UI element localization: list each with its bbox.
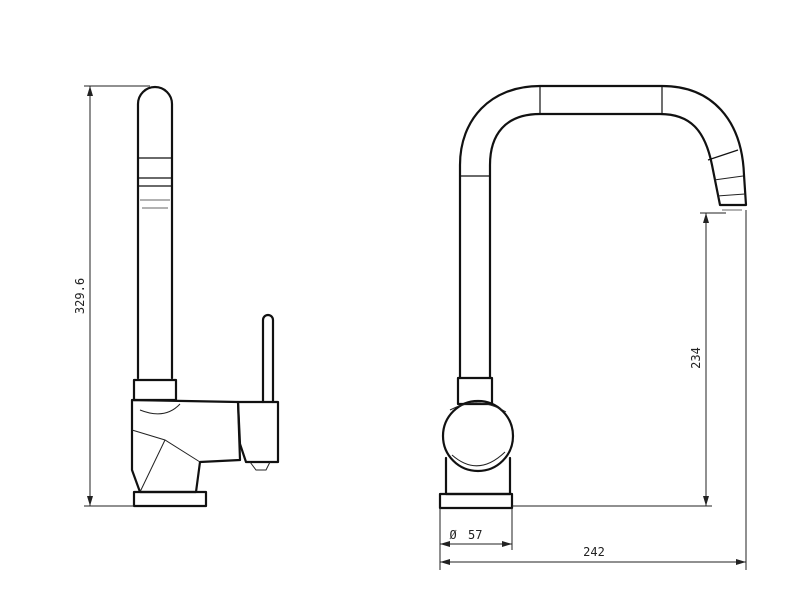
base-diameter-label: 57 xyxy=(468,528,482,542)
diameter-symbol: Ø xyxy=(450,528,458,542)
side-body xyxy=(130,398,242,494)
front-base xyxy=(438,492,514,510)
svg-text:Ø 57: Ø 57 xyxy=(450,528,483,542)
dimension-total-height: 329.6 xyxy=(73,85,150,507)
dimension-spout-height: 234 xyxy=(512,212,726,507)
side-spout-tube xyxy=(136,85,174,380)
side-spout-collar xyxy=(132,378,178,402)
side-lever-housing xyxy=(236,400,280,464)
dimension-base-diameter: Ø 57 xyxy=(439,508,513,550)
faucet-front-view xyxy=(438,84,748,510)
dimension-reach: 242 xyxy=(439,210,747,570)
side-lever-handle xyxy=(261,313,275,404)
spout-height-label: 234 xyxy=(689,347,703,369)
reach-label: 242 xyxy=(583,545,605,559)
total-height-label: 329.6 xyxy=(73,278,87,314)
front-spout-outer xyxy=(458,84,748,380)
front-lever-disc xyxy=(441,399,515,473)
side-base xyxy=(132,490,208,508)
faucet-side-view xyxy=(130,85,280,508)
